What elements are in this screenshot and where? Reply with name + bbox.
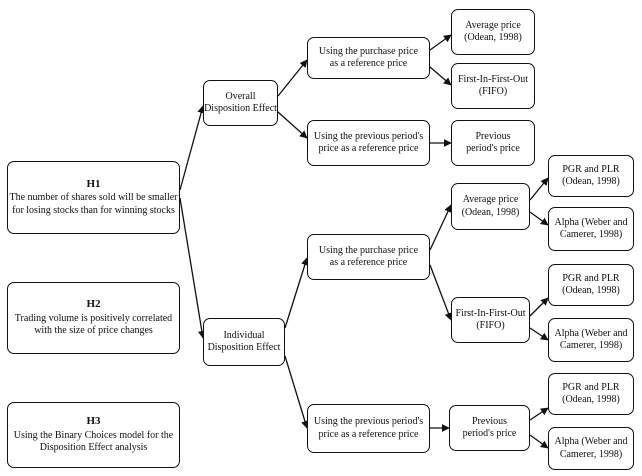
overall-fifo-box: First-In-First-Out (FIFO) <box>451 63 535 109</box>
individual-average-price-box: Average price (Odean, 1998) <box>451 183 530 230</box>
fifo-alpha-box: Alpha (Weber and Camerer, 1998) <box>548 318 634 362</box>
hypothesis-h1-label: H1 <box>86 177 101 190</box>
individual-purchase-ref-line: as a reference price <box>329 257 408 268</box>
overall-previous-price-box: Previous period's price <box>451 120 535 166</box>
avg-pgr-plr-box: PGR and PLR (Odean, 1998) <box>548 155 634 197</box>
hypothesis-h3-line: Disposition Effect analysis <box>39 442 148 454</box>
individual-previous-price-box: Previous period's price <box>449 405 530 451</box>
fifo-alpha-line: Alpha (Weber and <box>554 327 628 339</box>
fifo-pgr-plr-line: PGR and PLR <box>562 272 620 284</box>
prev-alpha-box: Alpha (Weber and Camerer, 1998) <box>548 427 634 470</box>
overall-previous-ref-line: Using the previous period's <box>313 130 424 142</box>
hypothesis-h3-box: H3 Using the Binary Choices model for th… <box>7 402 180 468</box>
individual-disposition-line: Individual <box>223 329 265 341</box>
arrow-overall-previous <box>277 111 308 139</box>
arrow-ipurchase-fifo <box>429 264 453 321</box>
avg-pgr-plr-line: (Odean, 1998) <box>562 176 620 187</box>
individual-purchase-ref-line: Using the purchase price <box>318 244 419 256</box>
prev-pgr-plr-box: PGR and PLR (Odean, 1998) <box>548 373 634 415</box>
arrow-individual-purchase <box>284 257 309 329</box>
overall-disposition-line: Overall <box>225 90 256 102</box>
individual-previous-ref-line: Using the previous period's <box>313 416 424 427</box>
arrow-ififo-pgr <box>529 297 549 317</box>
arrow-ipurchase-average <box>429 204 452 251</box>
arrow-opurchase-average <box>429 34 452 51</box>
hypothesis-h2-box: H2 Trading volume is positively correlat… <box>7 282 180 354</box>
individual-disposition-box: Individual Disposition Effect <box>203 318 285 366</box>
overall-fifo-line: First-In-First-Out <box>458 73 528 85</box>
individual-average-price-line: Average price <box>462 194 519 205</box>
overall-purchase-ref-line: Using the purchase price <box>318 45 419 57</box>
overall-purchase-ref-line: as a reference price <box>329 58 408 69</box>
overall-disposition-box: Overall Disposition Effect <box>203 80 278 126</box>
fifo-pgr-plr-line: (Odean, 1998) <box>562 285 620 296</box>
arrow-h1-individual <box>179 197 206 339</box>
arrow-iprevprice-pgr <box>529 407 549 421</box>
prev-alpha-line: Camerer, 1998) <box>559 448 623 460</box>
prev-pgr-plr-line: (Odean, 1998) <box>562 394 620 405</box>
arrow-iaverage-alpha <box>529 211 549 226</box>
individual-disposition-line: Disposition Effect <box>207 342 281 353</box>
hypothesis-h3-line: Using the Binary Choices model for the <box>13 429 174 441</box>
hypothesis-h1-box: H1 The number of shares sold will be sma… <box>7 161 180 234</box>
fifo-alpha-line: Camerer, 1998) <box>559 340 623 351</box>
arrow-h1-overall <box>179 105 205 191</box>
overall-purchase-ref-box: Using the purchase price as a reference … <box>307 37 430 79</box>
individual-average-price-line: (Odean, 1998) <box>461 206 520 218</box>
hypothesis-h2-line: Trading volume is positively correlated <box>14 312 173 324</box>
individual-fifo-box: First-In-First-Out (FIFO) <box>451 297 530 343</box>
arrow-iprevprice-alpha <box>529 434 549 449</box>
avg-alpha-line: Camerer, 1998) <box>559 229 623 240</box>
individual-previous-ref-line: price as a reference price <box>318 428 419 440</box>
individual-fifo-line: (FIFO) <box>476 320 505 331</box>
prev-pgr-plr-line: PGR and PLR <box>562 381 620 393</box>
hypothesis-h1-line: The number of shares sold will be smalle… <box>9 192 178 204</box>
overall-previous-ref-box: Using the previous period's price as a r… <box>307 120 430 166</box>
arrow-opurchase-fifo <box>429 66 452 86</box>
arrow-ififo-alpha <box>529 327 549 341</box>
individual-purchase-ref-box: Using the purchase price as a reference … <box>307 234 430 280</box>
avg-pgr-plr-line: PGR and PLR <box>562 163 620 175</box>
overall-average-price-line: Average price <box>465 19 521 31</box>
hypothesis-h2-line: with the size of price changes <box>34 325 153 337</box>
hypothesis-h3-label: H3 <box>86 415 101 428</box>
fifo-pgr-plr-box: PGR and PLR (Odean, 1998) <box>548 264 634 306</box>
overall-previous-price-line: Previous <box>475 130 511 142</box>
individual-previous-ref-box: Using the previous period's price as a r… <box>307 404 430 453</box>
avg-alpha-line: Alpha (Weber and <box>554 216 628 228</box>
prev-alpha-line: Alpha (Weber and <box>554 436 628 447</box>
individual-previous-price-line: Previous <box>472 415 507 427</box>
overall-fifo-line: (FIFO) <box>478 86 508 97</box>
overall-average-price-box: Average price (Odean, 1998) <box>451 9 535 55</box>
arrow-iaverage-pgr <box>529 177 549 201</box>
arrow-individual-previous <box>284 355 309 429</box>
individual-previous-price-line: period's price <box>462 428 517 439</box>
overall-average-price-line: (Odean, 1998) <box>464 32 522 43</box>
overall-previous-ref-line: price as a reference price <box>318 143 419 154</box>
overall-disposition-line: Disposition Effect <box>204 103 277 114</box>
arrow-overall-purchase <box>277 59 308 97</box>
hypothesis-h2-label: H2 <box>86 298 101 311</box>
individual-fifo-line: First-In-First-Out <box>455 307 526 319</box>
hypothesis-h1-line: for losing stocks than for winning stock… <box>12 204 175 216</box>
overall-previous-price-line: period's price <box>466 143 520 154</box>
avg-alpha-box: Alpha (Weber and Camerer, 1998) <box>548 207 634 251</box>
